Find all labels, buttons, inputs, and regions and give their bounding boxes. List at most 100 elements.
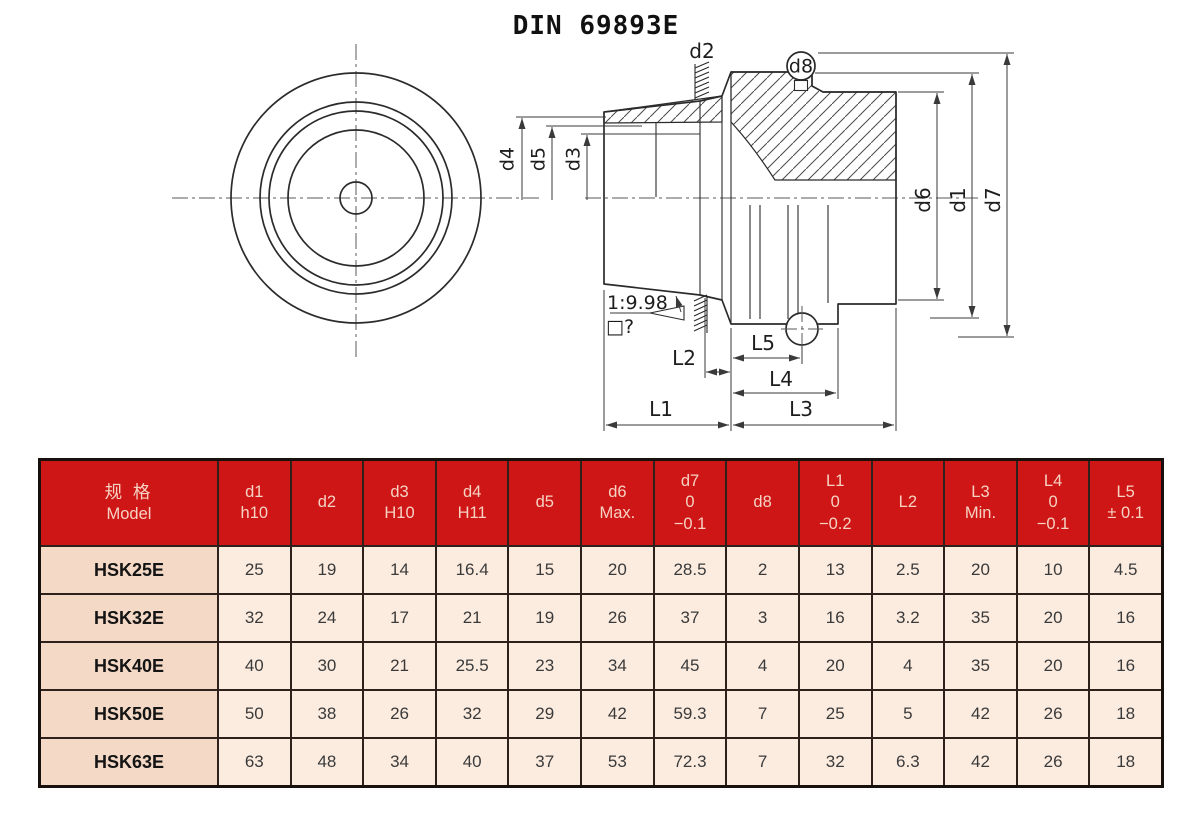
value-cell-d2: 24 — [291, 595, 363, 641]
value-cell-d7: 37 — [654, 595, 726, 641]
value-cell-L4: 10 — [1017, 547, 1089, 593]
value-cell-L3: 20 — [945, 547, 1016, 593]
value-cell-d2: 19 — [291, 547, 363, 593]
column-header-d2: d2 — [291, 461, 363, 545]
value-cell-d2: 30 — [291, 643, 363, 689]
value-cell-d4: 21 — [436, 595, 508, 641]
value-cell-d3: 14 — [364, 547, 435, 593]
value-cell-d4: 25.5 — [436, 643, 508, 689]
value-cell-d8: 3 — [727, 595, 798, 641]
value-cell-d2: 38 — [291, 691, 363, 737]
value-cell-L4: 20 — [1017, 595, 1089, 641]
value-cell-d6: 20 — [582, 547, 653, 593]
d3-label: d3 — [563, 147, 585, 171]
L2-label: L2 — [672, 346, 696, 370]
value-cell-d7: 72.3 — [654, 739, 726, 785]
column-header-L5: L5± 0.1 — [1090, 461, 1161, 545]
value-cell-L2: 3.2 — [872, 595, 944, 641]
d6-label: d6 — [911, 187, 935, 212]
value-cell-d5: 19 — [509, 595, 581, 641]
column-header-d8: d8 — [727, 461, 798, 545]
thread-marks-top — [694, 61, 710, 100]
value-cell-d4: 32 — [436, 691, 508, 737]
value-cell-d3: 26 — [364, 691, 435, 737]
d1-label: d1 — [946, 187, 970, 212]
d8-label: d8 — [789, 56, 813, 78]
front-view — [172, 44, 541, 357]
value-cell-d7: 59.3 — [654, 691, 726, 737]
value-cell-L2: 5 — [872, 691, 944, 737]
d7-label: d7 — [981, 187, 1005, 212]
model-cell: HSK32E — [41, 595, 217, 641]
value-cell-L4: 26 — [1017, 691, 1089, 737]
L1-label: L1 — [649, 397, 673, 421]
value-cell-d3: 17 — [364, 595, 435, 641]
value-cell-L5: 18 — [1090, 691, 1161, 737]
value-cell-L2: 2.5 — [872, 547, 944, 593]
value-cell-d8: 7 — [727, 691, 798, 737]
value-cell-L4: 26 — [1017, 739, 1089, 785]
L4-label: L4 — [769, 367, 793, 391]
model-cell: HSK25E — [41, 547, 217, 593]
value-cell-L3: 42 — [945, 739, 1016, 785]
value-cell-d1: 50 — [219, 691, 290, 737]
value-cell-d1: 25 — [219, 547, 290, 593]
L5-label: L5 — [751, 331, 775, 355]
value-cell-d3: 21 — [364, 643, 435, 689]
value-cell-L2: 4 — [872, 643, 944, 689]
value-cell-L5: 16 — [1090, 643, 1161, 689]
value-cell-L3: 35 — [945, 643, 1016, 689]
value-cell-d8: 2 — [727, 547, 798, 593]
column-header-d5: d5 — [509, 461, 581, 545]
value-cell-d5: 29 — [509, 691, 581, 737]
value-cell-d4: 40 — [436, 739, 508, 785]
technical-drawing: DIN 69893E — [172, 11, 1014, 431]
value-cell-d3: 34 — [364, 739, 435, 785]
value-cell-d5: 37 — [509, 739, 581, 785]
value-cell-d1: 63 — [219, 739, 290, 785]
value-cell-d6: 26 — [582, 595, 653, 641]
value-cell-d2: 48 — [291, 739, 363, 785]
value-cell-L1: 13 — [799, 547, 871, 593]
value-cell-L1: 25 — [799, 691, 871, 737]
value-cell-L1: 20 — [799, 643, 871, 689]
taper-ratio-label: 1:9.98 — [607, 292, 668, 314]
value-cell-L5: 16 — [1090, 595, 1161, 641]
taper-note-label: □? — [606, 316, 634, 338]
value-cell-d1: 32 — [219, 595, 290, 641]
taper-annotation: 1:9.98 □? — [606, 292, 685, 338]
value-cell-d7: 28.5 — [654, 547, 726, 593]
dimension-annotations: d2 d4 d5 d3 d6 d1 d7 L — [497, 39, 1014, 431]
value-cell-d1: 40 — [219, 643, 290, 689]
value-cell-d5: 23 — [509, 643, 581, 689]
model-cell: HSK40E — [41, 643, 217, 689]
drawing-title: DIN 69893E — [513, 11, 680, 41]
d8-balloon: d8 — [786, 51, 816, 92]
section-view: d8 — [585, 51, 978, 353]
column-header-L2: L2 — [872, 461, 944, 545]
value-cell-L5: 4.5 — [1090, 547, 1161, 593]
value-cell-d7: 45 — [654, 643, 726, 689]
value-cell-L2: 6.3 — [872, 739, 944, 785]
value-cell-d8: 4 — [727, 643, 798, 689]
d2-label: d2 — [689, 39, 714, 63]
value-cell-d6: 42 — [582, 691, 653, 737]
model-cell: HSK50E — [41, 691, 217, 737]
value-cell-L4: 20 — [1017, 643, 1089, 689]
value-cell-d5: 15 — [509, 547, 581, 593]
L3-label: L3 — [789, 397, 813, 421]
model-cell: HSK63E — [41, 739, 217, 785]
value-cell-d8: 7 — [727, 739, 798, 785]
value-cell-L1: 16 — [799, 595, 871, 641]
d5-label: d5 — [528, 147, 550, 171]
